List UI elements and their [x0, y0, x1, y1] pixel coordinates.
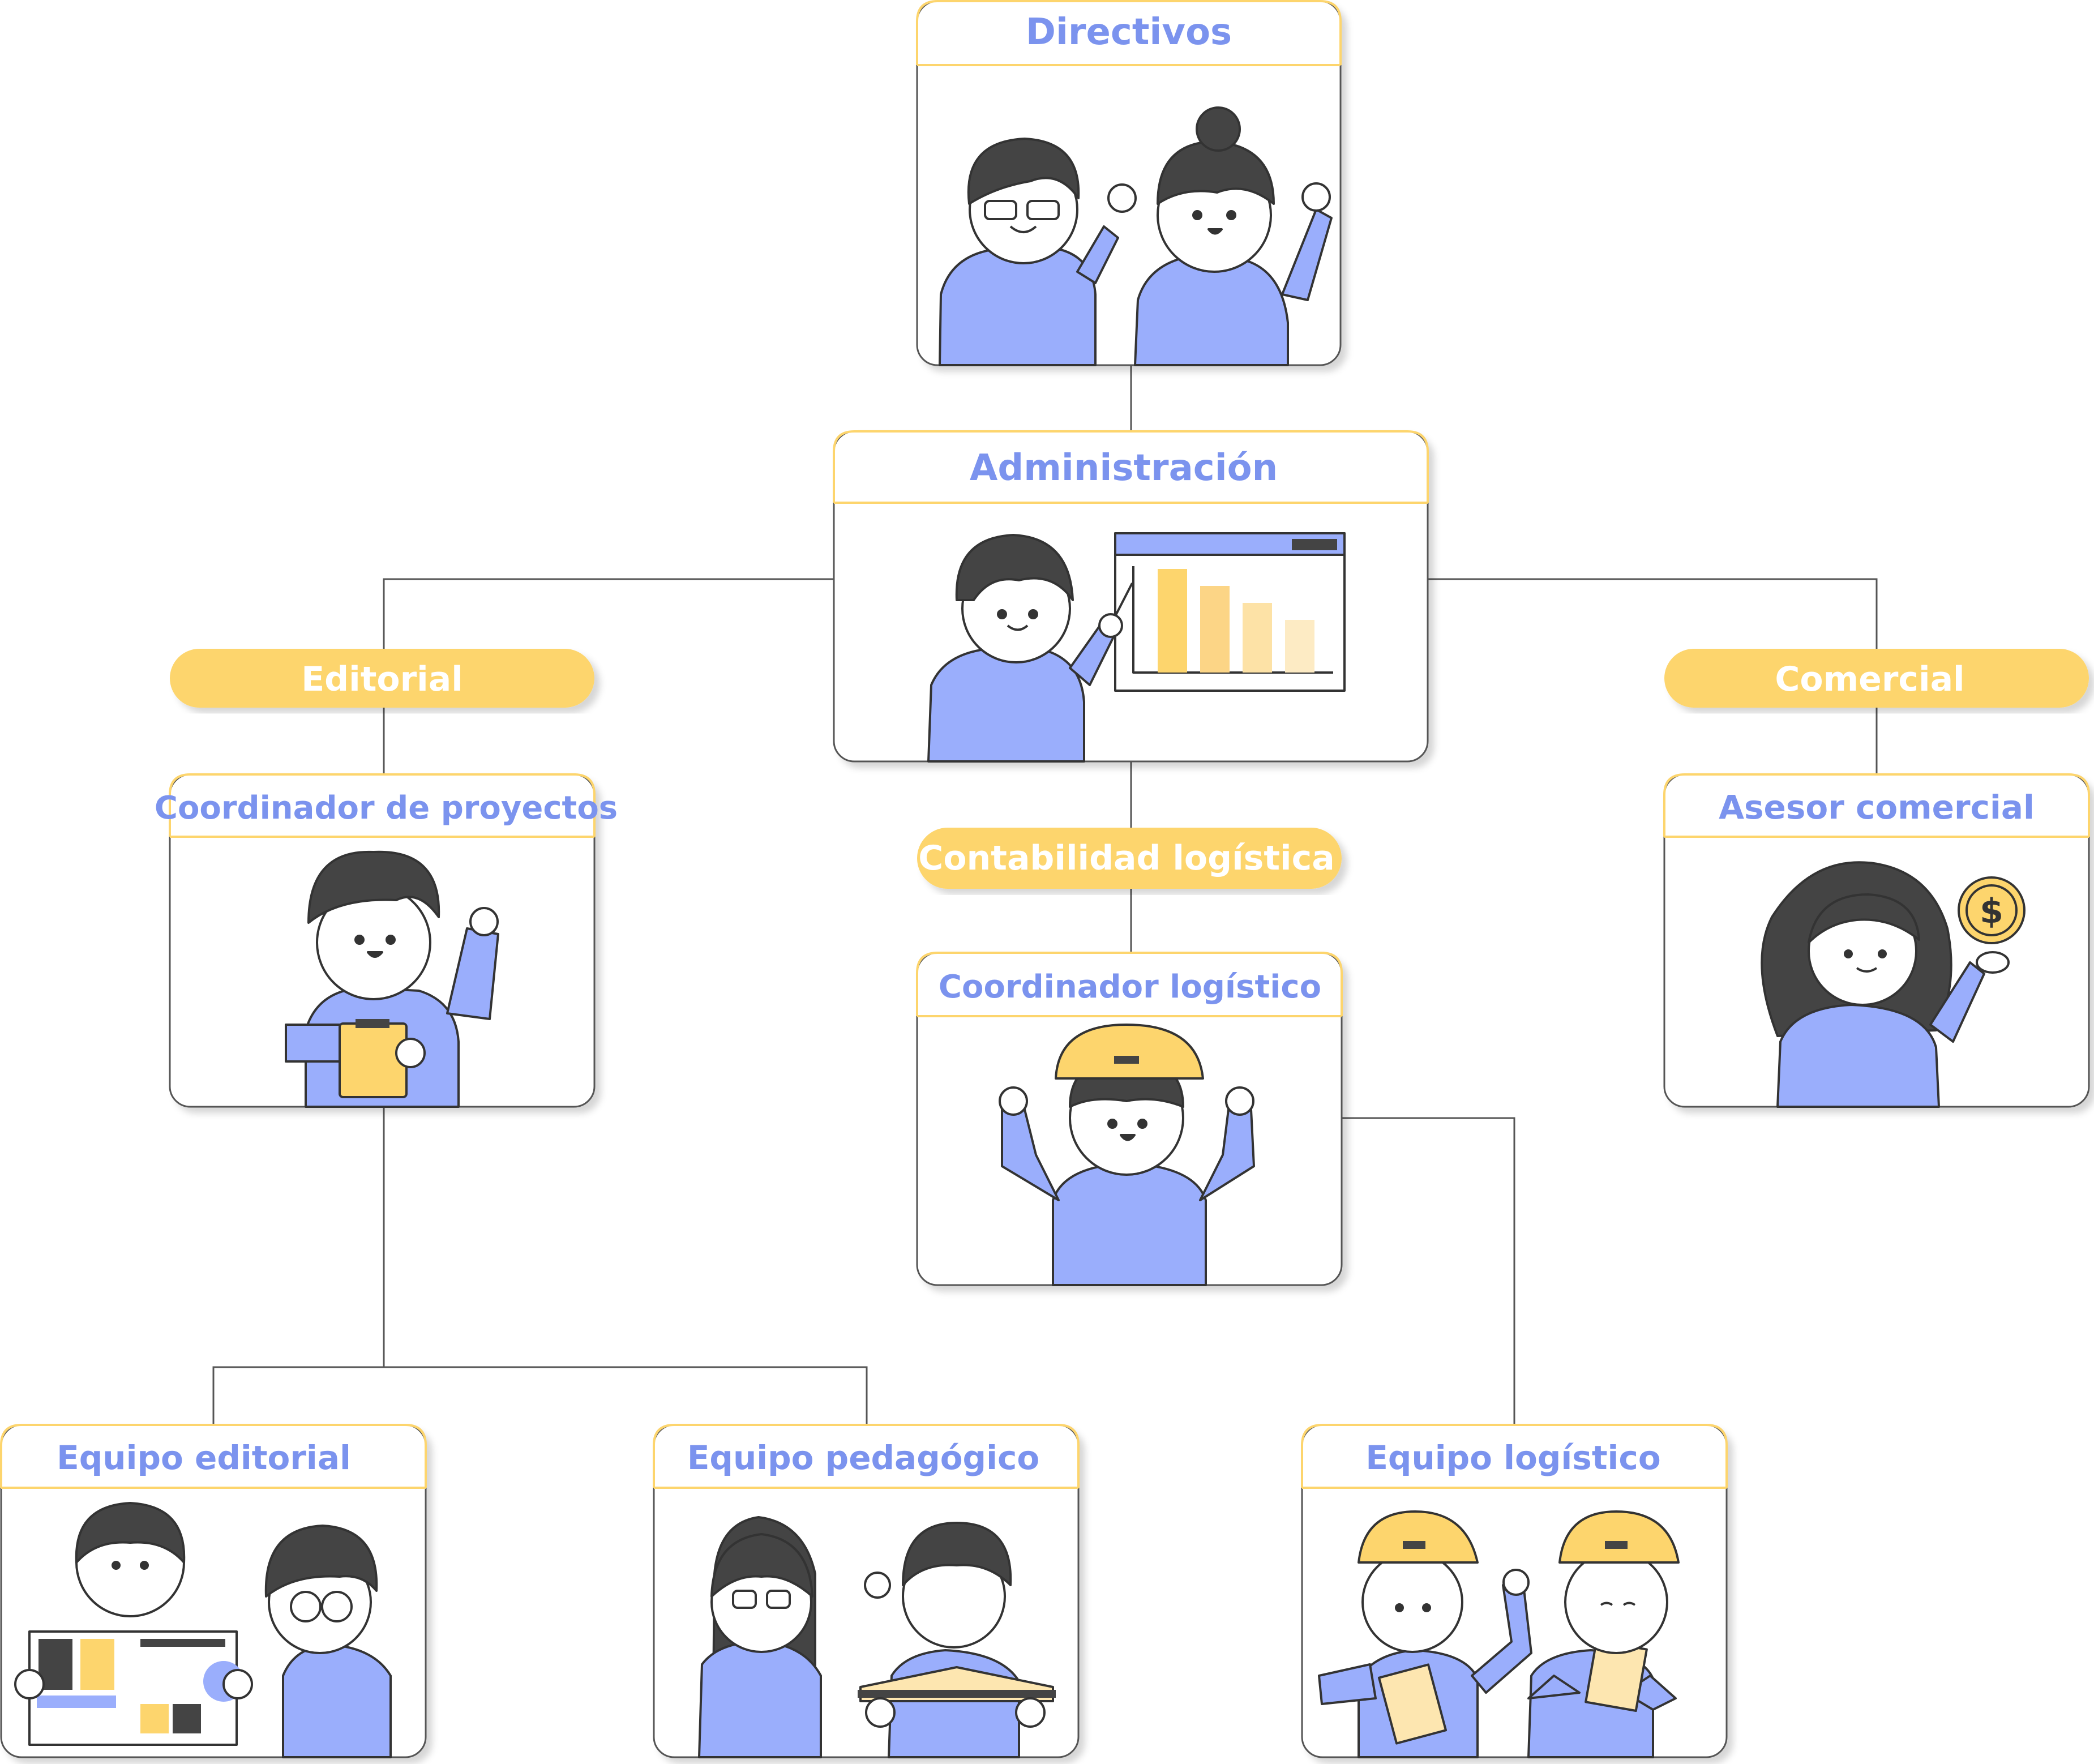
person-presenting-bar-chart-illustration [927, 532, 1346, 763]
person-holding-coin-illustration: $ [1761, 861, 2026, 1108]
title-coordinador-proyectos: Coordinador de proyectos [155, 790, 618, 827]
label-contabilidad: Contabilidad logística [918, 838, 1334, 878]
connector-coordinador-logistico-equipo [1342, 1117, 1515, 1425]
two-people-cheering-illustration [939, 106, 1333, 366]
pill-contabilidad: Contabilidad logística [917, 828, 1342, 889]
connector-lines [212, 365, 1878, 1425]
title-coordinador-logistico: Coordinador logístico [939, 969, 1321, 1005]
two-people-with-layout-sheets-illustration [14, 1502, 392, 1758]
person-with-clipboard-illustration [285, 850, 499, 1108]
node-equipo-pedagogico: Equipo pedagógico [653, 1424, 1080, 1758]
label-comercial: Comercial [1775, 660, 1964, 699]
title-equipo-pedagogico: Equipo pedagógico [687, 1438, 1039, 1477]
label-editorial: Editorial [301, 660, 463, 699]
connector-administracion-editorial [383, 578, 834, 650]
two-people-with-caps-and-papers-illustration [1318, 1510, 1680, 1758]
node-coordinador-logistico: Coordinador logístico [916, 952, 1343, 1286]
node-equipo-editorial: Equipo editorial [0, 1424, 427, 1758]
two-people-with-open-book-illustration [698, 1516, 1056, 1758]
title-directivos: Directivos [1026, 11, 1232, 53]
title-equipo-editorial: Equipo editorial [57, 1438, 351, 1477]
svg-text:$: $ [1980, 892, 2003, 931]
pill-comercial: Comercial [1664, 649, 2089, 708]
connector-administracion-comercial [1428, 578, 1878, 650]
node-administracion: Administración [833, 430, 1429, 763]
node-asesor-comercial: Asesor comercial $ [1663, 773, 2090, 1108]
title-equipo-logistico: Equipo logístico [1365, 1438, 1660, 1477]
node-directivos: Directivos [916, 0, 1342, 366]
node-equipo-logistico: Equipo logístico [1301, 1424, 1728, 1758]
coin-icon [1958, 876, 2026, 944]
connector-equipos-branch [212, 1366, 868, 1425]
title-administracion: Administración [970, 447, 1278, 489]
pill-editorial: Editorial [170, 649, 594, 708]
node-coordinador-proyectos: Coordinador de proyectos [155, 773, 618, 1108]
title-asesor-comercial: Asesor comercial [1719, 788, 2035, 827]
person-with-cap-cheering-illustration [999, 1024, 1255, 1286]
